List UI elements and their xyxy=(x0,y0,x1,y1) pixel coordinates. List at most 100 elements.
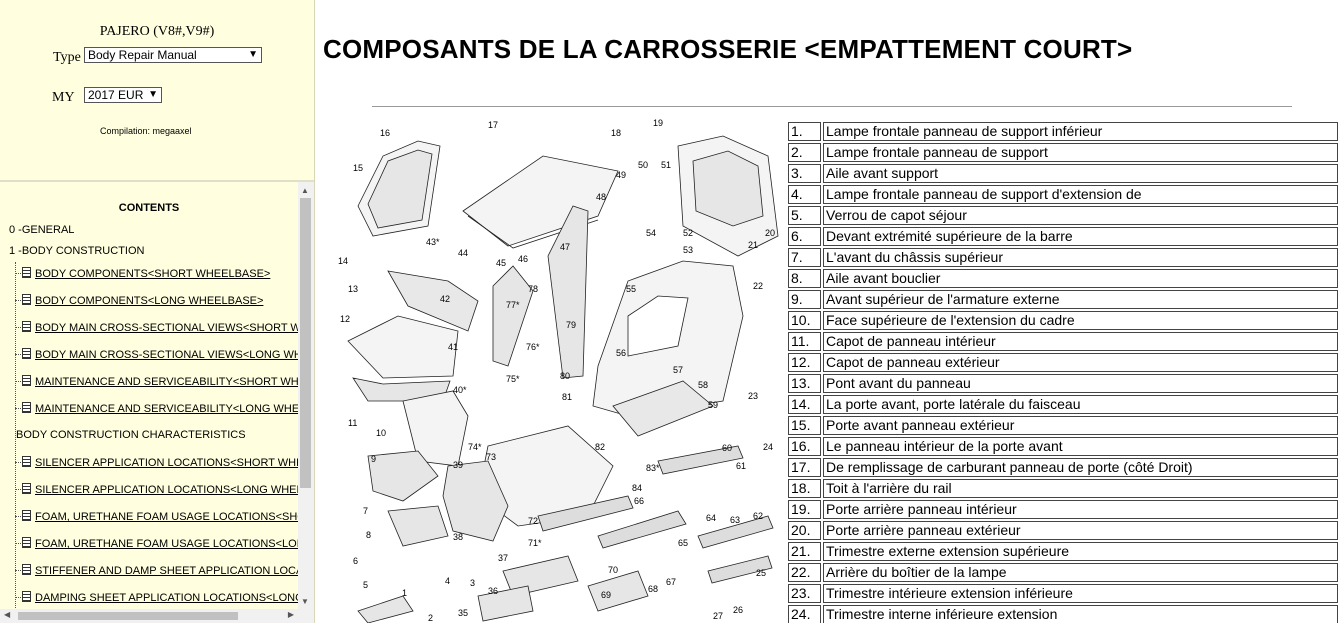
part-description: Pont avant du panneau xyxy=(823,374,1338,393)
scroll-up-icon[interactable]: ▲ xyxy=(301,186,309,195)
toc-horizontal-scrollbar[interactable]: ◀ ▶ xyxy=(0,609,314,623)
callout-label: 55 xyxy=(626,284,636,294)
toc-item-cross-sectional-short[interactable]: BODY MAIN CROSS-SECTIONAL VIEWS<SHORT W xyxy=(22,321,298,334)
callout-label: 80 xyxy=(560,371,570,381)
callout-label: 20 xyxy=(765,228,775,238)
callout-label: 4 xyxy=(445,576,450,586)
part-description: L'avant du châssis supérieur xyxy=(823,248,1338,267)
toc-item-foam-long[interactable]: FOAM, URETHANE FOAM USAGE LOCATIONS<LON xyxy=(22,537,298,550)
callout-label: 2 xyxy=(428,613,433,623)
toc-general[interactable]: 0 -GENERAL xyxy=(9,224,75,236)
callout-label: 39 xyxy=(453,460,463,470)
callout-label: 23 xyxy=(748,391,758,401)
parts-row: 7.L'avant du châssis supérieur xyxy=(788,248,1338,267)
document-icon xyxy=(22,348,31,359)
callout-label: 13 xyxy=(348,284,358,294)
left-panel: PAJERO (V8#,V9#) Type Body Repair Manual… xyxy=(0,0,315,623)
part-number: 14. xyxy=(788,395,821,414)
scroll-left-icon[interactable]: ◀ xyxy=(4,610,11,619)
toc-item-maintenance-long[interactable]: MAINTENANCE AND SERVICEABILITY<LONG WHEI xyxy=(22,402,298,415)
callout-label: 45 xyxy=(496,258,506,268)
part-description: Trimestre externe extension supérieure xyxy=(823,542,1338,561)
callout-label: 60 xyxy=(722,443,732,453)
callout-label: 70 xyxy=(608,565,618,575)
toc-item-body-components-short[interactable]: BODY COMPONENTS<SHORT WHEELBASE> xyxy=(22,267,270,280)
part-description: Aile avant support xyxy=(823,164,1338,183)
toc-item-maintenance-short[interactable]: MAINTENANCE AND SERVICEABILITY<SHORT WHI xyxy=(22,375,298,388)
document-icon xyxy=(22,510,31,521)
callout-label: 44 xyxy=(458,248,468,258)
callout-label: 25 xyxy=(756,568,766,578)
callout-label: 12 xyxy=(340,314,350,324)
scroll-down-icon[interactable]: ▼ xyxy=(301,597,309,606)
callout-label: 82 xyxy=(595,442,605,452)
callout-label: 72 xyxy=(528,516,538,526)
contents-tree: CONTENTS 0 -GENERAL 1 -BODY CONSTRUCTION… xyxy=(0,182,298,609)
callout-label: 46 xyxy=(518,254,528,264)
toc-vertical-scrollbar[interactable]: ▲ ▼ xyxy=(298,182,314,609)
callout-label: 52 xyxy=(683,228,693,238)
main-content: COMPOSANTS DE LA CARROSSERIE <EMPATTEMEN… xyxy=(315,0,1340,623)
toc-item-stiffener[interactable]: STIFFENER AND DAMP SHEET APPLICATION LOC… xyxy=(22,564,298,577)
part-number: 15. xyxy=(788,416,821,435)
callout-label: 79 xyxy=(566,320,576,330)
part-description: Porte arrière panneau extérieur xyxy=(823,521,1338,540)
scrollbar-thumb[interactable] xyxy=(18,612,238,620)
type-select-value: Body Repair Manual xyxy=(88,48,197,62)
tree-line xyxy=(15,262,16,609)
callout-label: 83* xyxy=(646,463,660,473)
part-description: Aile avant bouclier xyxy=(823,269,1338,288)
toc-body-construction[interactable]: 1 -BODY CONSTRUCTION xyxy=(9,245,145,257)
callout-label: 54 xyxy=(646,228,656,238)
scrollbar-thumb[interactable] xyxy=(300,198,311,488)
toc-item-characteristics[interactable]: BODY CONSTRUCTION CHARACTERISTICS xyxy=(16,429,246,441)
callout-label: 15 xyxy=(353,163,363,173)
parts-row: 5.Verrou de capot séjour xyxy=(788,206,1338,225)
callout-label: 61 xyxy=(736,461,746,471)
part-description: Verrou de capot séjour xyxy=(823,206,1338,225)
callout-label: 65 xyxy=(678,538,688,548)
callout-label: 7 xyxy=(363,506,368,516)
scroll-right-icon[interactable]: ▶ xyxy=(287,610,294,619)
callout-label: 69 xyxy=(601,590,611,600)
document-icon xyxy=(22,402,31,413)
my-select[interactable]: 2017 EUR ▼ xyxy=(84,87,162,103)
part-number: 10. xyxy=(788,311,821,330)
callout-label: 43* xyxy=(426,237,440,247)
part-description: Porte avant panneau extérieur xyxy=(823,416,1338,435)
callout-label: 58 xyxy=(698,380,708,390)
parts-row: 20.Porte arrière panneau extérieur xyxy=(788,521,1338,540)
document-icon xyxy=(22,375,31,386)
callout-label: 57 xyxy=(673,365,683,375)
toc-item-silencer-long[interactable]: SILENCER APPLICATION LOCATIONS<LONG WHEE xyxy=(22,483,298,496)
parts-row: 10.Face supérieure de l'extension du cad… xyxy=(788,311,1338,330)
toc-item-damping-sheet[interactable]: DAMPING SHEET APPLICATION LOCATIONS<LONG xyxy=(22,591,298,604)
page-title: COMPOSANTS DE LA CARROSSERIE <EMPATTEMEN… xyxy=(323,34,1133,64)
toc-item-foam-short[interactable]: FOAM, URETHANE FOAM USAGE LOCATIONS<SHO xyxy=(22,510,298,523)
type-label: Type xyxy=(53,50,81,65)
part-number: 24. xyxy=(788,605,821,623)
parts-row: 17.De remplissage de carburant panneau d… xyxy=(788,458,1338,477)
toc-item-cross-sectional-long[interactable]: BODY MAIN CROSS-SECTIONAL VIEWS<LONG WH xyxy=(22,348,298,361)
parts-row: 16.Le panneau intérieur de la porte avan… xyxy=(788,437,1338,456)
type-select[interactable]: Body Repair Manual ▼ xyxy=(84,47,262,63)
part-number: 1. xyxy=(788,122,821,141)
toc-item-body-components-long[interactable]: BODY COMPONENTS<LONG WHEELBASE> xyxy=(22,294,263,307)
callout-label: 67 xyxy=(666,577,676,587)
panel-divider[interactable] xyxy=(0,180,314,182)
callout-label: 56 xyxy=(616,348,626,358)
chevron-down-icon: ▼ xyxy=(148,89,158,100)
parts-row: 4.Lampe frontale panneau de support d'ex… xyxy=(788,185,1338,204)
document-icon xyxy=(22,537,31,548)
toc-item-silencer-short[interactable]: SILENCER APPLICATION LOCATIONS<SHORT WHE xyxy=(22,456,298,469)
callout-label: 21 xyxy=(748,240,758,250)
part-number: 7. xyxy=(788,248,821,267)
callout-label: 64 xyxy=(706,513,716,523)
parts-row: 19.Porte arrière panneau intérieur xyxy=(788,500,1338,519)
part-number: 22. xyxy=(788,563,821,582)
part-number: 13. xyxy=(788,374,821,393)
callout-label: 11 xyxy=(348,418,357,428)
part-description: Arrière du boîtier de la lampe xyxy=(823,563,1338,582)
parts-row: 12.Capot de panneau extérieur xyxy=(788,353,1338,372)
